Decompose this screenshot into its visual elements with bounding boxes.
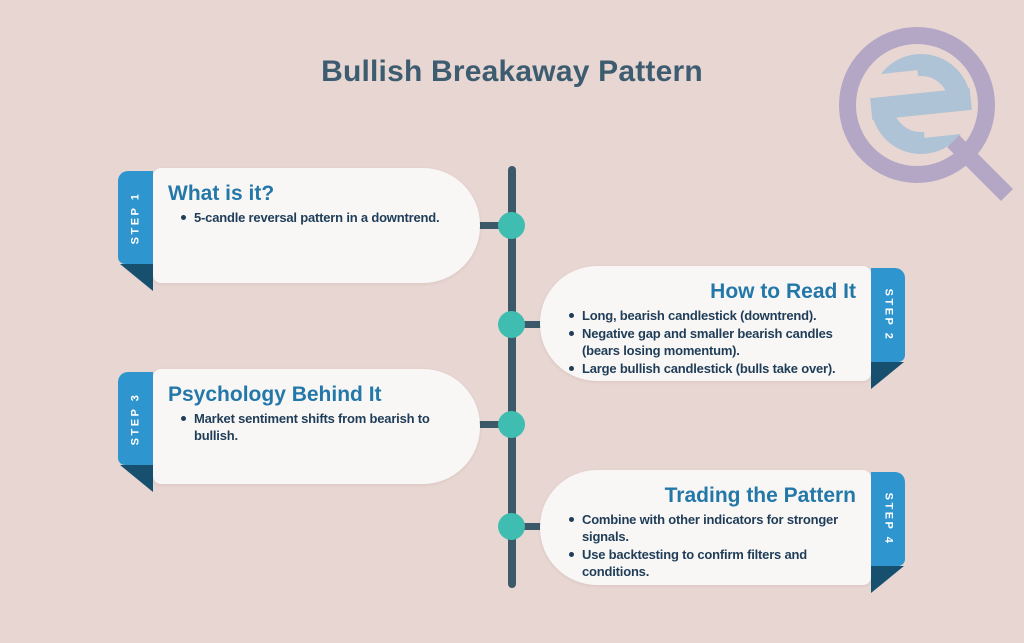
bullet-dot bbox=[181, 416, 186, 421]
bullet-text: Negative gap and smaller bearish candles… bbox=[582, 326, 833, 358]
step-4-card: STEP 4 Trading the Pattern Combine with … bbox=[540, 470, 905, 593]
bullet-text: Market sentiment shifts from bearish to … bbox=[194, 411, 430, 443]
step-2-tab: STEP 2 bbox=[871, 268, 905, 362]
bullet-dot bbox=[569, 366, 574, 371]
bullet-text: Use backtesting to confirm filters and c… bbox=[582, 547, 808, 579]
timeline-node-step-1 bbox=[498, 212, 525, 239]
step-4-tab-label: STEP 4 bbox=[882, 492, 894, 546]
timeline-connector-step-4 bbox=[522, 523, 548, 530]
logo-s-bar bbox=[870, 87, 972, 121]
timeline-connector-step-3 bbox=[476, 421, 502, 428]
step-2-card: STEP 2 How to Read It Long, bearish cand… bbox=[540, 266, 905, 389]
logo-q-tail-flange bbox=[947, 135, 983, 171]
step-4-fold-ribbon bbox=[871, 566, 904, 593]
bullet-item: 5-candle reversal pattern in a downtrend… bbox=[181, 209, 472, 226]
step-1-card: STEP 1 What is it? 5-candle reversal pat… bbox=[118, 168, 480, 291]
bullet-text: 5-candle reversal pattern in a downtrend… bbox=[194, 210, 440, 225]
bullet-dot bbox=[181, 215, 186, 220]
page-title: Bullish Breakaway Pattern bbox=[321, 55, 703, 88]
timeline-line bbox=[508, 166, 516, 588]
sq-magnifying-glass-logo bbox=[839, 27, 1014, 202]
step-3-title: Psychology Behind It bbox=[168, 383, 382, 406]
step-3-tab-label: STEP 3 bbox=[129, 392, 142, 445]
logo-q-ring bbox=[839, 27, 995, 183]
bullet-item: Use backtesting to confirm filters and c… bbox=[569, 546, 856, 580]
bullet-dot bbox=[569, 331, 574, 336]
step-1-title: What is it? bbox=[168, 182, 275, 205]
logo-s-cut-top bbox=[857, 70, 920, 100]
bullet-item: Long, bearish candlestick (downtrend). bbox=[569, 307, 856, 324]
step-1-fold-ribbon bbox=[120, 264, 153, 291]
timeline-node-step-3 bbox=[498, 411, 525, 438]
bullet-dot bbox=[569, 313, 574, 318]
bullet-item: Combine with other indicators for strong… bbox=[569, 511, 856, 545]
timeline-node-step-2 bbox=[498, 311, 525, 338]
step-1-tab: STEP 1 bbox=[118, 171, 153, 264]
bullet-item: Market sentiment shifts from bearish to … bbox=[181, 410, 472, 444]
bullet-dot bbox=[569, 517, 574, 522]
bullet-text: Long, bearish candlestick (downtrend). bbox=[582, 308, 817, 323]
timeline-connector-step-1 bbox=[476, 222, 502, 229]
bullet-item: Large bullish candlestick (bulls take ov… bbox=[569, 360, 856, 377]
bullet-item: Negative gap and smaller bearish candles… bbox=[569, 325, 856, 359]
step-2-title: How to Read It bbox=[710, 280, 856, 303]
bullet-text: Large bullish candlestick (bulls take ov… bbox=[582, 361, 836, 376]
bullet-text: Combine with other indicators for strong… bbox=[582, 512, 838, 544]
step-4-title: Trading the Pattern bbox=[664, 484, 856, 507]
step-2-fold-ribbon bbox=[871, 362, 904, 389]
step-3-fold-ribbon bbox=[120, 465, 153, 492]
step-3-card: STEP 3 Psychology Behind It Market senti… bbox=[118, 369, 480, 492]
timeline-node-step-4 bbox=[498, 513, 525, 540]
step-4-tab: STEP 4 bbox=[871, 472, 905, 566]
step-1-tab-label: STEP 1 bbox=[129, 191, 142, 244]
logo-s-cut-bottom bbox=[922, 108, 985, 138]
bullet-dot bbox=[569, 552, 574, 557]
timeline-connector-step-2 bbox=[522, 321, 548, 328]
step-3-tab: STEP 3 bbox=[118, 372, 153, 465]
step-2-tab-label: STEP 2 bbox=[882, 288, 894, 342]
